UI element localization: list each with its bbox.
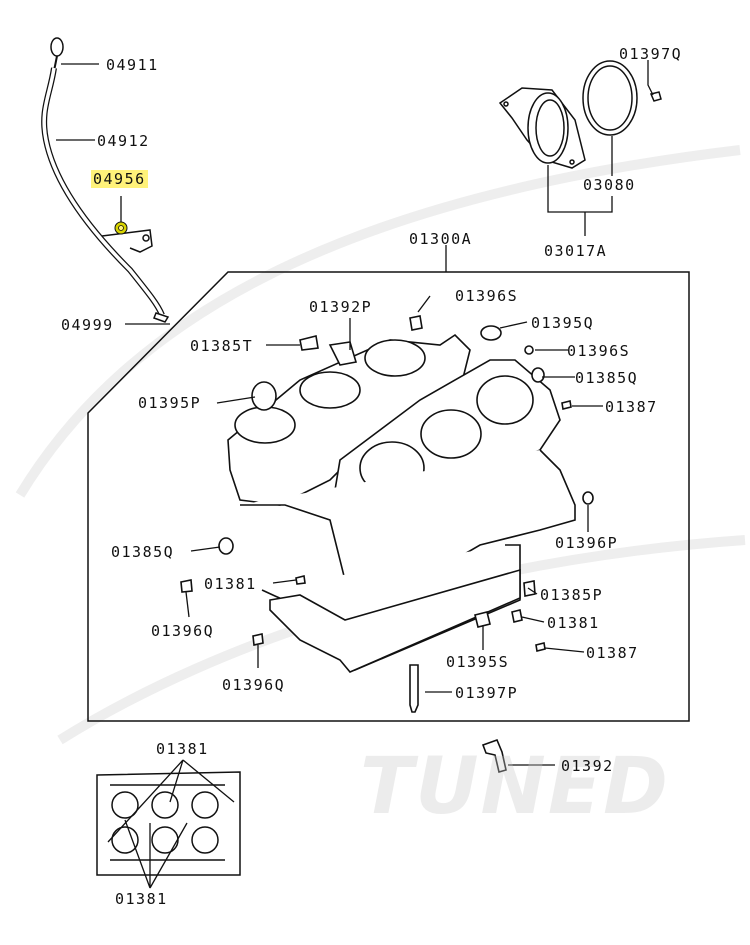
label-01396s-right[interactable]: 01396S [567, 342, 631, 360]
label-01381-inset-bottom[interactable]: 01381 [115, 890, 168, 908]
label-01395p[interactable]: 01395P [138, 394, 202, 412]
label-01397q[interactable]: 01397Q [619, 45, 683, 63]
label-01387-top[interactable]: 01387 [605, 398, 658, 416]
dipstick-icon[interactable] [41, 37, 170, 323]
seal-housing-icon[interactable] [498, 60, 662, 169]
leader-lines [56, 60, 654, 889]
label-01396p[interactable]: 01396P [555, 534, 619, 552]
watermark-text: TUNED [360, 742, 670, 832]
label-01392[interactable]: 01392 [561, 757, 614, 775]
bolt-04956-icon[interactable] [114, 221, 128, 235]
label-03017a[interactable]: 03017A [544, 242, 608, 260]
assembly-frame [87, 271, 690, 722]
label-01396q-b[interactable]: 01396Q [222, 676, 286, 694]
label-01385q-left[interactable]: 01385Q [111, 543, 175, 561]
label-01392p[interactable]: 01392P [309, 298, 373, 316]
label-04912[interactable]: 04912 [97, 132, 150, 150]
label-01387-bottom[interactable]: 01387 [586, 644, 639, 662]
cylinder-block-icon[interactable] [180, 315, 594, 773]
label-01381-inset-top[interactable]: 01381 [156, 740, 209, 758]
label-01396q-a[interactable]: 01396Q [151, 622, 215, 640]
inset-block-icon[interactable] [96, 771, 241, 876]
label-01396s-top[interactable]: 01396S [455, 287, 519, 305]
label-01381-mid[interactable]: 01381 [204, 575, 257, 593]
label-01397p[interactable]: 01397P [455, 684, 519, 702]
label-01381-right[interactable]: 01381 [547, 614, 600, 632]
label-01300a[interactable]: 01300A [409, 230, 473, 248]
label-04911[interactable]: 04911 [106, 56, 159, 74]
label-01385t[interactable]: 01385T [190, 337, 254, 355]
label-04956-highlighted[interactable]: 04956 [91, 170, 148, 188]
label-04999[interactable]: 04999 [61, 316, 114, 334]
label-01395s[interactable]: 01395S [446, 653, 510, 671]
label-01395q[interactable]: 01395Q [531, 314, 595, 332]
label-01385p[interactable]: 01385P [540, 586, 604, 604]
label-01385q-right[interactable]: 01385Q [575, 369, 639, 387]
label-03080[interactable]: 03080 [583, 176, 636, 194]
